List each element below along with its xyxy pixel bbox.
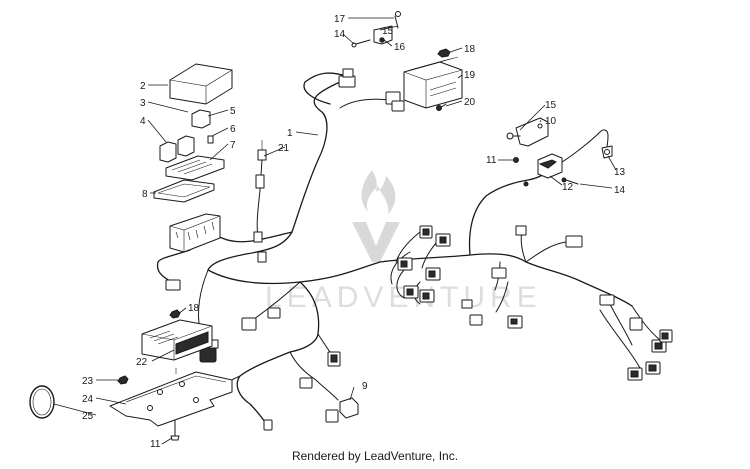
nut-23 — [117, 375, 129, 385]
bolt-20 — [436, 103, 447, 111]
callout-13: 13 — [614, 167, 626, 178]
callout-11-bottom: 11 — [150, 439, 161, 450]
fuse-box-cover — [169, 63, 233, 105]
callout-15-right: 15 — [545, 100, 557, 111]
callout-2: 2 — [140, 81, 146, 92]
callout-19: 19 — [464, 70, 476, 81]
connector-13 — [601, 145, 613, 159]
fuse-box-base — [169, 213, 221, 253]
callout-21: 21 — [278, 143, 290, 154]
fuse-block-7 — [165, 155, 225, 181]
harness-right-connectors — [461, 225, 673, 381]
ecu-module-22 — [141, 319, 213, 361]
relay-5 — [191, 109, 211, 129]
callout-12: 12 — [562, 182, 574, 193]
leadventure-watermark: LEADVENTURE — [265, 170, 542, 314]
callout-18-ecu: 18 — [188, 303, 200, 314]
connector-9 — [339, 397, 359, 419]
callout-15-top: 15 — [382, 26, 394, 37]
nut-connector-right — [523, 181, 529, 187]
bolt-14-top — [351, 39, 371, 48]
bracket-10 — [515, 117, 549, 147]
callout-11-right: 11 — [486, 155, 497, 166]
bolt-17 — [394, 11, 401, 29]
bolt-14-right — [561, 177, 579, 185]
callout-14-right: 14 — [614, 185, 626, 196]
callout-5: 5 — [230, 106, 236, 117]
leader-lines — [53, 17, 617, 445]
callout-4: 4 — [140, 116, 146, 127]
nut-18-top — [437, 48, 451, 58]
voltage-regulator-19 — [403, 56, 463, 109]
clamp-ring-25 — [29, 385, 55, 419]
fuse-6 — [207, 135, 214, 144]
callout-25: 25 — [82, 411, 94, 422]
callout-16: 16 — [394, 42, 406, 53]
bolt-15-right — [506, 132, 521, 140]
bolt-11-right — [513, 157, 519, 163]
callout-7: 7 — [230, 140, 236, 151]
callout-20: 20 — [464, 97, 476, 108]
harness-lower-connectors — [165, 279, 341, 431]
sensor-21 — [253, 140, 267, 263]
mounting-plate-24 — [109, 368, 233, 427]
nut-18-ecu — [169, 309, 181, 319]
watermark-text: LEADVENTURE — [265, 281, 542, 314]
module-12 — [537, 153, 563, 179]
callout-17: 17 — [334, 14, 346, 25]
relay-3 — [159, 135, 195, 163]
callout-23: 23 — [82, 376, 94, 387]
callout-22: 22 — [136, 357, 148, 368]
harness-connector-cluster — [397, 225, 451, 303]
callout-3: 3 — [140, 98, 146, 109]
render-credit: Rendered by LeadVenture, Inc. — [291, 449, 459, 463]
callout-6: 6 — [230, 124, 236, 135]
gasket-8 — [153, 179, 215, 203]
bracket-16 — [373, 25, 393, 45]
callout-8: 8 — [142, 189, 148, 200]
callout-14-top: 14 — [334, 29, 346, 40]
callout-24: 24 — [82, 394, 94, 405]
callout-1: 1 — [287, 128, 293, 139]
bolt-11-bottom — [170, 419, 180, 441]
callout-10: 10 — [545, 116, 557, 127]
harness-upper-connectors — [338, 68, 405, 112]
callout-numbers: 1 2 3 4 5 6 7 8 9 10 11 11 12 13 14 14 1… — [82, 14, 626, 450]
callout-18-top: 18 — [464, 44, 476, 55]
callout-9: 9 — [362, 381, 368, 392]
